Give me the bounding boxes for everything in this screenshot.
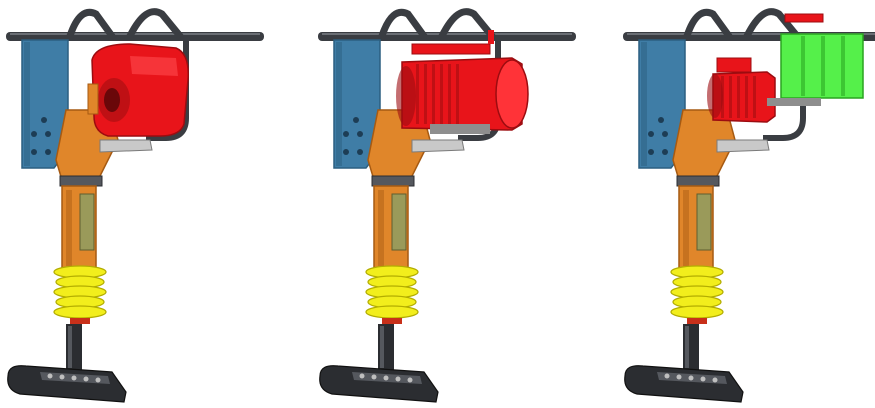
handle-bar-highlight (10, 33, 260, 35)
motor-cooling-fin (448, 64, 451, 124)
motor-cooling-fin (432, 64, 435, 124)
ramming-shoe (624, 365, 744, 403)
shoe-bolt (407, 377, 413, 383)
motor-cooling-fin (456, 64, 459, 124)
column-panel (391, 193, 407, 251)
motor-terminal-box (411, 43, 491, 55)
guard-plate-bolt (648, 131, 654, 137)
motor-flange (396, 66, 416, 126)
cage-bar-right (146, 40, 189, 141)
bellows-ring (365, 305, 419, 319)
column-collar (59, 175, 103, 187)
motor-cooling-fin (745, 76, 748, 118)
rammer-battery-electric (623, 8, 875, 403)
handle-arch-right (438, 8, 496, 40)
handle-arch-right (743, 8, 801, 40)
shoe-bolt (700, 376, 706, 382)
shoe-bolt (664, 373, 670, 379)
guard-plate-bolt (45, 131, 51, 137)
battery-cell-divider (841, 36, 845, 96)
column-shade (378, 190, 384, 266)
motor-cable-gland (488, 30, 494, 44)
guard-plate-bolt (357, 131, 363, 137)
engine-mount (87, 83, 99, 115)
column-panel (79, 193, 95, 251)
column-panel (696, 193, 712, 251)
bellows-clamp (382, 318, 402, 324)
mount-bracket (716, 139, 770, 153)
battery-mount-bracket (767, 98, 821, 106)
column-shade (683, 190, 689, 266)
mount-bracket (99, 139, 153, 153)
guard-plate-bolt (662, 131, 668, 137)
guard-plate-bolt (353, 117, 359, 123)
guard-plate-edge (336, 42, 342, 166)
column-shade (66, 190, 72, 266)
motor-end-cap (495, 59, 529, 129)
motor-cooling-fin (440, 64, 443, 124)
guard-plate-edge (24, 42, 30, 166)
piston-rod-highlight (380, 326, 384, 368)
guard-plate-bolt (648, 149, 654, 155)
ramming-shoe (319, 365, 439, 403)
engine-fuel-tank (130, 56, 178, 76)
shoe-bolt (95, 377, 101, 383)
piston-rod-highlight (68, 326, 72, 368)
shoe-bolt (359, 373, 365, 379)
guard-plate-bolt (31, 149, 37, 155)
guard-plate-bolt (658, 117, 664, 123)
column-collar (676, 175, 720, 187)
bellows-ring (53, 305, 107, 319)
shoe-bolt (383, 375, 389, 381)
motor-cooling-fin (416, 64, 419, 124)
battery-cell-divider (821, 36, 825, 96)
shoe-bolt (688, 375, 694, 381)
engine-hub (104, 88, 120, 112)
guard-plate-bolt (343, 149, 349, 155)
guard-plate-bolt (31, 131, 37, 137)
shoe-bolt (676, 374, 682, 380)
rammer-petrol-engine (6, 8, 264, 403)
bellows-clamp (687, 318, 707, 324)
guard-plate-bolt (41, 117, 47, 123)
shoe-bolt (71, 375, 77, 381)
handle-arch-left (66, 8, 116, 40)
shoe-bolt (47, 373, 53, 379)
battery-top-clip (784, 13, 824, 23)
guard-plate-edge (641, 42, 647, 166)
shoe-bolt (371, 374, 377, 380)
motor-cooling-fin (729, 76, 732, 118)
guard-plate-bolt (357, 149, 363, 155)
handle-bar-highlight (322, 33, 572, 35)
motor-housing-small (712, 71, 776, 123)
ramming-shoe (7, 365, 127, 403)
rammer-electric-motor (318, 8, 576, 403)
shoe-bolt (712, 377, 718, 383)
motor-terminal-box (716, 57, 752, 73)
handle-arch-right (126, 8, 184, 40)
mount-bracket (411, 139, 465, 153)
motor-flange (707, 74, 723, 118)
guard-plate-bolt (45, 149, 51, 155)
motor-base (430, 124, 490, 134)
motor-cooling-fin (753, 76, 756, 118)
guard-plate-bolt (343, 131, 349, 137)
shoe-bolt (59, 374, 65, 380)
motor-cooling-fin (737, 76, 740, 118)
piston-rod-highlight (685, 326, 689, 368)
shoe-bolt (83, 376, 89, 382)
column-collar (371, 175, 415, 187)
handle-arch-left (683, 8, 733, 40)
cage-bar-right (763, 40, 806, 141)
guard-plate-bolt (662, 149, 668, 155)
motor-cooling-fin (424, 64, 427, 124)
shoe-bolt (395, 376, 401, 382)
bellows-clamp (70, 318, 90, 324)
bellows-ring (670, 305, 724, 319)
battery-cell-divider (801, 36, 805, 96)
handle-arch-left (378, 8, 428, 40)
